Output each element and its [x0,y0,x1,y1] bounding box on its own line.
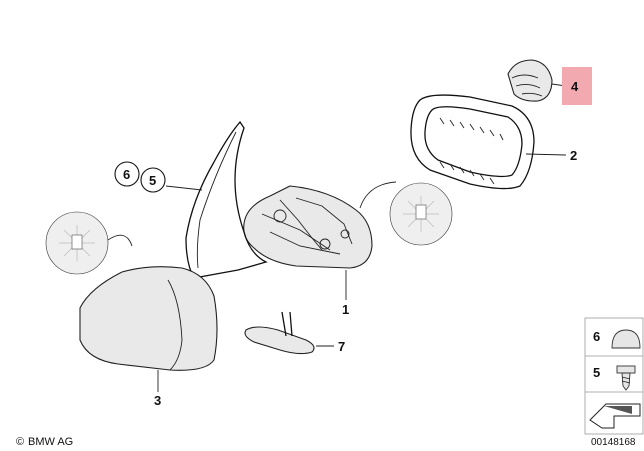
callout-6-circle [114,161,140,187]
fastener-legend: 6 5 [584,317,644,435]
callout-5-circle [140,167,166,193]
callout-7-label: 7 [338,339,345,354]
detail-bubble-right [359,181,453,246]
callout-2-label: 2 [570,148,577,163]
copyright-label: © [16,436,24,448]
callout-4-highlight [562,67,592,105]
cap-nut-icon [611,329,641,349]
brand-label: BMW AG [28,436,73,448]
part-2-mirror-frame [410,94,535,190]
diagram-number: 00148168 [591,437,636,448]
legend-label-6: 6 [593,329,600,344]
part-1-mirror-drive [243,185,373,269]
callout-4-label: 4 [571,79,579,94]
screw-icon [616,365,636,391]
mirror-housing [185,120,268,279]
arrow-icon [589,403,641,429]
legend-label-5: 5 [593,365,600,380]
callout-1-label: 1 [342,302,349,317]
part-4-mirror-cap [507,59,553,102]
callout-3-label: 3 [154,393,161,408]
part-3-mirror-cover [79,266,218,371]
part-7-gasket [244,311,315,355]
callout-6-label: 6 [123,167,130,182]
callout-5-label: 5 [149,173,156,188]
detail-bubble-left [45,211,133,275]
